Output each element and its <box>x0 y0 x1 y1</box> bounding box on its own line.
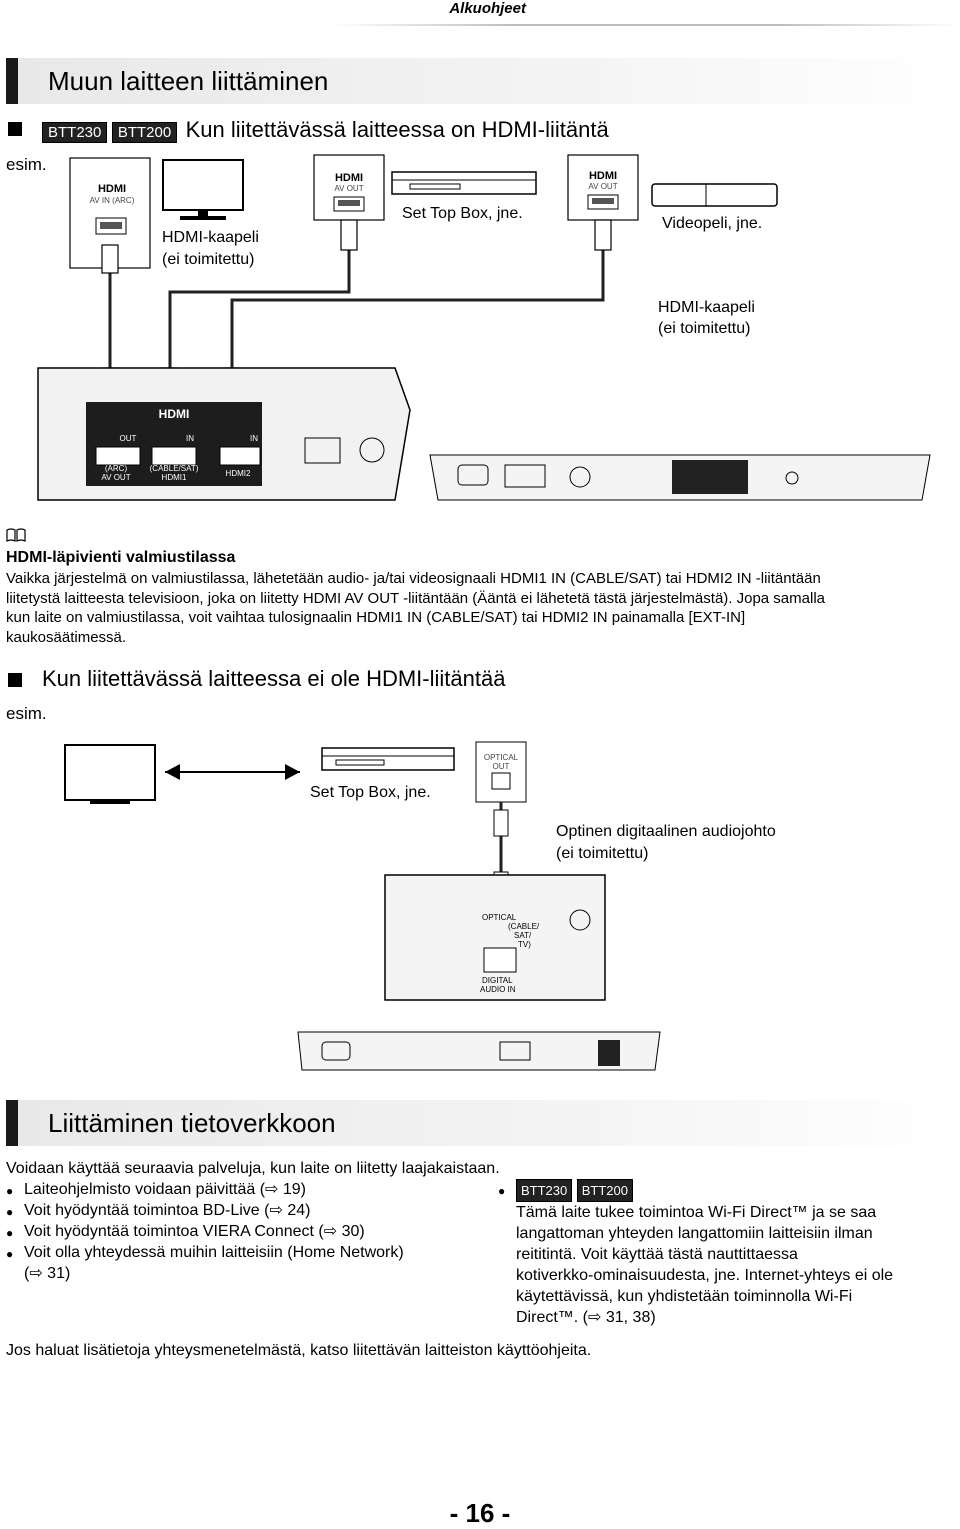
note-line: Vaikka järjestelmä on valmiustilassa, lä… <box>6 570 821 587</box>
list-item: Voit hyödyntää toimintoa VIERA Connect (… <box>6 1221 494 1244</box>
stb-hdmi-logo: HDMI <box>335 172 363 184</box>
note-line: kaukosäätimessä. <box>6 628 127 646</box>
game-port-label: AV OUT <box>588 182 617 191</box>
panel-optical-label: OPTICAL <box>482 913 517 922</box>
hdmi-case-heading: BTT230 BTT200 Kun liitettävässä laittees… <box>42 117 609 143</box>
hdmi-cables <box>108 225 605 370</box>
hdmi-case-title: Kun liitettävässä laitteessa on HDMI-lii… <box>185 117 609 142</box>
note-line: kun laite on valmiustilassa, voit vaihta… <box>6 609 746 626</box>
optical-out-label-1: OPTICAL <box>484 753 519 762</box>
page-header: Alkuohjeet <box>0 0 960 26</box>
cable-right-line2: (ei toimitettu) <box>658 320 750 337</box>
panel-in1-label: IN <box>186 434 194 443</box>
list-item: Voit hyödyntää toimintoa BD-Live (⇨ 24) <box>6 1200 494 1223</box>
panel-cablesat-label: (CABLE/SAT) <box>150 464 199 473</box>
optical-out-box <box>475 741 527 803</box>
footer-note: Jos haluat lisätietoja yhteysmenetelmäst… <box>6 1342 592 1359</box>
section-title-text: Muun laitteen liittäminen <box>48 66 329 96</box>
book-icon <box>6 528 26 542</box>
panel-in2-label: IN <box>250 434 258 443</box>
note-body: Vaikka järjestelmä on valmiustilassa, lä… <box>6 569 956 647</box>
optical-connection-diagram: Set Top Box, jne. OPTICAL OUT Optinen di… <box>64 741 776 1071</box>
heading-square-icon <box>8 122 22 136</box>
wifi-direct-note: BTT230 BTT200 Tämä laite tukee toimintoa… <box>498 1179 956 1328</box>
model-badge-btt200: BTT200 <box>576 1179 633 1202</box>
stb-name: Set Top Box, jne. <box>402 205 523 222</box>
panel-digital-label: DIGITAL <box>482 976 513 985</box>
panel-out-label: OUT <box>120 434 137 443</box>
model-badge-btt230: BTT230 <box>516 1179 573 1202</box>
no-hdmi-case-title: Kun liitettävässä laitteessa ei ole HDMI… <box>42 666 506 691</box>
note-line: Tämä laite tukee toimintoa Wi-Fi Direct™… <box>516 1204 877 1221</box>
network-intro: Voidaan käyttää seuraavia palveluja, kun… <box>6 1160 500 1177</box>
note-line: Direct™. (⇨ 31, 38) <box>516 1309 656 1326</box>
example-label: esim. <box>6 155 47 174</box>
panel-tv-label: TV) <box>518 940 531 949</box>
optical-cable-line2: (ei toimitettu) <box>556 845 648 862</box>
section-title-network: Liittäminen tietoverkkoon <box>6 1100 960 1146</box>
tv-hdmi-logo: HDMI <box>98 183 126 195</box>
note-line: langattoman yhteyden langattomiin laitte… <box>516 1225 873 1242</box>
list-item: Laiteohjelmisto voidaan päivittää (⇨ 19) <box>6 1179 494 1202</box>
panel-sat-label: SAT/ <box>514 931 532 940</box>
panel-cable-label: (CABLE/ <box>508 922 540 931</box>
rear-panel-zoom <box>384 874 606 1001</box>
stb-port-label: AV OUT <box>334 184 363 193</box>
section-title-connect-device: Muun laitteen liittäminen <box>6 58 960 104</box>
model-badge-btt200: BTT200 <box>111 122 178 143</box>
panel-avout-label: AV OUT <box>101 473 130 482</box>
cable-left-line1: HDMI-kaapeli <box>162 229 259 246</box>
game-name: Videopeli, jne. <box>662 215 762 232</box>
stb-device-icon <box>321 747 455 771</box>
page-number: - 16 - <box>449 1498 511 1528</box>
note-line: käytettävissä, kun yhdistetään toiminnol… <box>516 1288 853 1305</box>
game-hdmi-logo: HDMI <box>589 170 617 182</box>
stb-name: Set Top Box, jne. <box>310 784 431 801</box>
header-rule <box>330 24 960 26</box>
section-title-text: Liittäminen tietoverkkoon <box>48 1108 336 1138</box>
hdmi-panel-block <box>86 402 262 486</box>
panel-arc-label: (ARC) <box>105 464 128 473</box>
tv-icon <box>162 159 244 211</box>
optical-cable-line1: Optinen digitaalinen audiojohto <box>556 823 776 840</box>
note-line: liitetystä laitteesta televisioon, joka … <box>6 589 825 607</box>
section-bar <box>6 1100 18 1146</box>
main-unit-rear <box>297 1031 661 1071</box>
panel-hdmi-logo: HDMI <box>159 407 190 421</box>
tv-port-label: AV IN (ARC) <box>90 196 135 205</box>
optical-out-label-2: OUT <box>493 762 510 771</box>
panel-audioin-label: AUDIO IN <box>480 985 516 994</box>
note-line: reititintä. Voit käyttää tästä nauttitta… <box>516 1246 798 1263</box>
game-console-icon <box>651 183 778 207</box>
cable-right-line1: HDMI-kaapeli <box>658 299 755 316</box>
list-item: BTT230 BTT200 <box>498 1179 956 1202</box>
tv-icon <box>64 744 156 801</box>
header-section-label: Alkuohjeet <box>449 0 526 17</box>
network-services-list: Laiteohjelmisto voidaan päivittää (⇨ 19)… <box>6 1179 494 1284</box>
stb-device-icon <box>391 171 537 195</box>
section-bar <box>6 58 18 104</box>
panel-hdmi2-label: HDMI2 <box>226 469 251 478</box>
note-line: kotiverkko-ominaisuudesta, jne. Internet… <box>516 1267 894 1284</box>
model-badge-btt230: BTT230 <box>42 122 108 143</box>
cable-left-line2: (ei toimitettu) <box>162 251 254 268</box>
heading-square-icon <box>8 673 22 687</box>
note-title: HDMI-läpivienti valmiustilassa <box>6 549 236 566</box>
panel-hdmi1-label: HDMI1 <box>162 473 187 482</box>
list-item: Voit olla yhteydessä muihin laitteisiin … <box>6 1242 494 1265</box>
example-label: esim. <box>6 704 47 723</box>
list-item-continuation: (⇨ 31) <box>24 1265 71 1282</box>
hdmi-connection-diagram: HDMI AV IN (ARC) HDMI-kaapeli (ei toimit… <box>37 154 931 501</box>
